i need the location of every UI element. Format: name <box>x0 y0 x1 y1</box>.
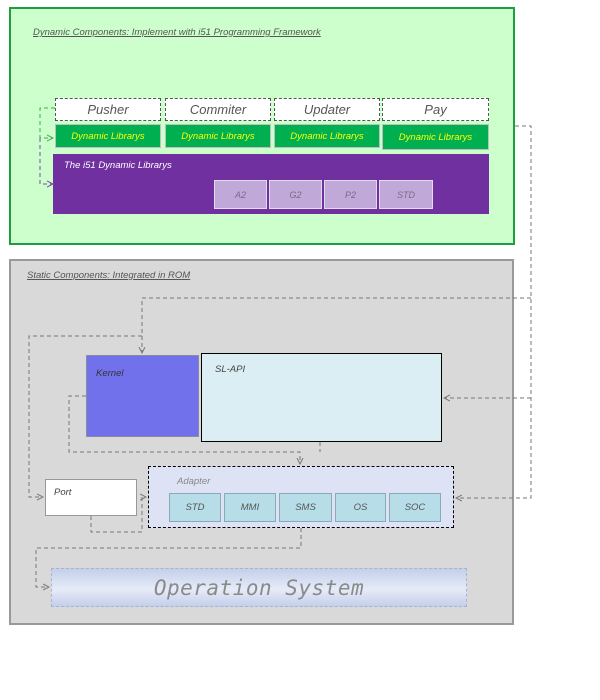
component-updater: Updater <box>274 98 380 121</box>
kernel-label: Kernel <box>96 368 124 379</box>
connector-to-kernel <box>142 297 531 353</box>
adapter-module-soc: SOC <box>389 493 441 522</box>
kernel-box <box>86 355 199 437</box>
connector-kernel-to-adapter <box>68 395 300 464</box>
i51-module-std: STD <box>379 180 433 209</box>
connector-adapter-to-os <box>35 528 302 587</box>
component-pusher: Pusher <box>55 98 161 121</box>
component-pay: Pay <box>382 98 489 121</box>
adapter-module-std: STD <box>169 493 221 522</box>
dynamic-library-updater: Dynamic Librarys <box>274 124 380 148</box>
dynamic-section-title: Dynamic Components: Implement with i51 P… <box>33 27 321 38</box>
static-section-title: Static Components: Integrated in ROM <box>27 270 191 281</box>
dynamic-library-pay: Dynamic Librarys <box>382 124 489 150</box>
port-box <box>45 479 137 516</box>
connector-to-dynamic-library <box>39 107 55 138</box>
component-commiter: Commiter <box>165 98 271 121</box>
dynamic-library-commiter: Dynamic Librarys <box>165 124 271 148</box>
connector-right-trunk <box>456 125 532 498</box>
port-label: Port <box>54 487 72 498</box>
connector-port-to-adapter <box>90 497 146 533</box>
connector-to-port <box>28 335 142 497</box>
adapter-label: Adapter <box>177 476 211 487</box>
sl-api-label: SL-API <box>215 364 246 375</box>
connector-to-i51 <box>39 138 53 184</box>
i51-module-a2: A2 <box>214 180 267 209</box>
static-components-section <box>9 259 514 625</box>
adapter-module-mmi: MMI <box>224 493 276 522</box>
operation-system-box: Operation System <box>51 568 467 607</box>
i51-title: The i51 Dynamic Librarys <box>64 160 172 171</box>
adapter-module-sms: SMS <box>279 493 332 522</box>
adapter-module-os: OS <box>335 493 386 522</box>
dynamic-library-pusher: Dynamic Librarys <box>55 124 161 148</box>
sl-api-box <box>201 353 442 442</box>
i51-module-p2: P2 <box>324 180 377 209</box>
i51-module-g2: G2 <box>269 180 322 209</box>
